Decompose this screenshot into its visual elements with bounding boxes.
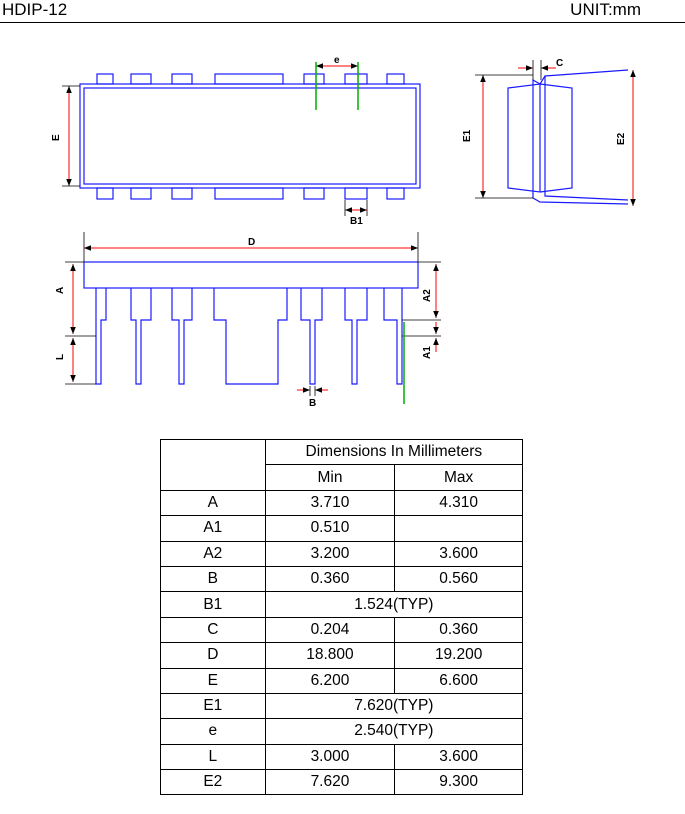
typ-cell: 7.620(TYP) bbox=[264, 692, 524, 720]
table-corner-cell bbox=[160, 439, 266, 491]
dim-A: A bbox=[55, 261, 96, 337]
max-cell: 9.300 bbox=[394, 769, 523, 796]
symbol-cell: E1 bbox=[160, 692, 266, 720]
lead-5 bbox=[344, 288, 368, 385]
table-subheader-row: Min Max bbox=[161, 464, 523, 491]
dim-E1: E1 bbox=[462, 74, 533, 199]
label-E2: E2 bbox=[616, 132, 627, 145]
min-cell: 3.710 bbox=[264, 489, 396, 517]
lead-1 bbox=[95, 288, 107, 385]
dim-L: L bbox=[55, 338, 96, 385]
max-cell: 0.360 bbox=[394, 616, 523, 644]
max-cell: 0.560 bbox=[394, 565, 523, 593]
label-D: D bbox=[248, 237, 255, 248]
front-body bbox=[83, 261, 419, 289]
col-max-header: Max bbox=[394, 464, 523, 491]
max-cell: 3.600 bbox=[394, 540, 523, 567]
top-view bbox=[79, 73, 421, 200]
min-cell: 3.200 bbox=[264, 540, 396, 567]
dim-e: e bbox=[315, 55, 359, 110]
symbol-cell: A1 bbox=[160, 515, 266, 542]
dim-A1: A1 bbox=[402, 322, 441, 359]
package-name: HDIP-12 bbox=[2, 0, 68, 19]
min-cell: 18.800 bbox=[264, 642, 396, 669]
dim-B: B bbox=[297, 386, 328, 409]
label-E1: E1 bbox=[462, 129, 473, 142]
col-min-header: Min bbox=[264, 464, 396, 491]
label-B1: B1 bbox=[350, 216, 363, 227]
label-L: L bbox=[55, 354, 66, 360]
min-cell: 6.200 bbox=[264, 667, 396, 694]
label-E: E bbox=[51, 134, 62, 141]
symbol-cell: D bbox=[160, 642, 266, 669]
max-cell: 3.600 bbox=[394, 743, 523, 771]
min-cell: 0.510 bbox=[264, 515, 396, 542]
dim-B1: B1 bbox=[344, 200, 368, 227]
page-header: HDIP-12 UNIT:mm bbox=[0, 0, 685, 23]
label-A2: A2 bbox=[422, 289, 433, 302]
dim-A2: A2 bbox=[402, 261, 441, 321]
min-cell: 7.620 bbox=[264, 769, 396, 796]
min-cell: 0.360 bbox=[264, 565, 396, 593]
lead-2 bbox=[130, 288, 152, 385]
symbol-cell: E bbox=[160, 667, 266, 694]
typ-cell: 2.540(TYP) bbox=[264, 718, 524, 745]
dim-E: E bbox=[51, 85, 80, 187]
unit-label: UNIT:mm bbox=[570, 0, 641, 19]
end-view bbox=[507, 69, 629, 205]
max-cell: 6.600 bbox=[394, 667, 523, 694]
lead-center bbox=[213, 288, 288, 385]
top-body-inner bbox=[83, 87, 417, 185]
lead-3 bbox=[171, 288, 193, 385]
table-header-row: Dimensions In Millimeters bbox=[160, 438, 524, 491]
symbol-cell: A2 bbox=[160, 540, 266, 567]
lead-6 bbox=[383, 288, 403, 385]
max-cell: 19.200 bbox=[394, 642, 523, 669]
dim-D: D bbox=[83, 232, 419, 262]
symbol-cell: L bbox=[160, 743, 266, 771]
lead-4 bbox=[300, 288, 323, 385]
min-cell: 3.000 bbox=[264, 743, 396, 771]
label-A1: A1 bbox=[422, 346, 433, 359]
label-e: e bbox=[334, 55, 340, 66]
table-title: Dimensions In Millimeters bbox=[264, 438, 524, 466]
symbol-cell: e bbox=[160, 718, 266, 745]
min-cell: 0.204 bbox=[264, 616, 396, 644]
label-C: C bbox=[556, 58, 563, 69]
symbol-cell: C bbox=[160, 616, 266, 644]
dim-C: C bbox=[518, 58, 563, 80]
symbol-cell: B bbox=[160, 565, 266, 593]
max-cell: 4.310 bbox=[394, 489, 523, 517]
symbol-cell: E2 bbox=[160, 769, 266, 796]
dim-E2: E2 bbox=[616, 70, 636, 206]
typ-cell: 1.524(TYP) bbox=[264, 591, 524, 618]
label-B: B bbox=[309, 398, 316, 409]
symbol-cell: A bbox=[160, 489, 266, 517]
front-view bbox=[83, 261, 419, 385]
package-drawing: e E B1 C E1 E2 bbox=[51, 55, 636, 409]
symbol-cell: B1 bbox=[160, 591, 266, 618]
max-cell bbox=[394, 515, 523, 542]
label-A: A bbox=[55, 287, 66, 294]
top-body-outer bbox=[79, 83, 421, 189]
